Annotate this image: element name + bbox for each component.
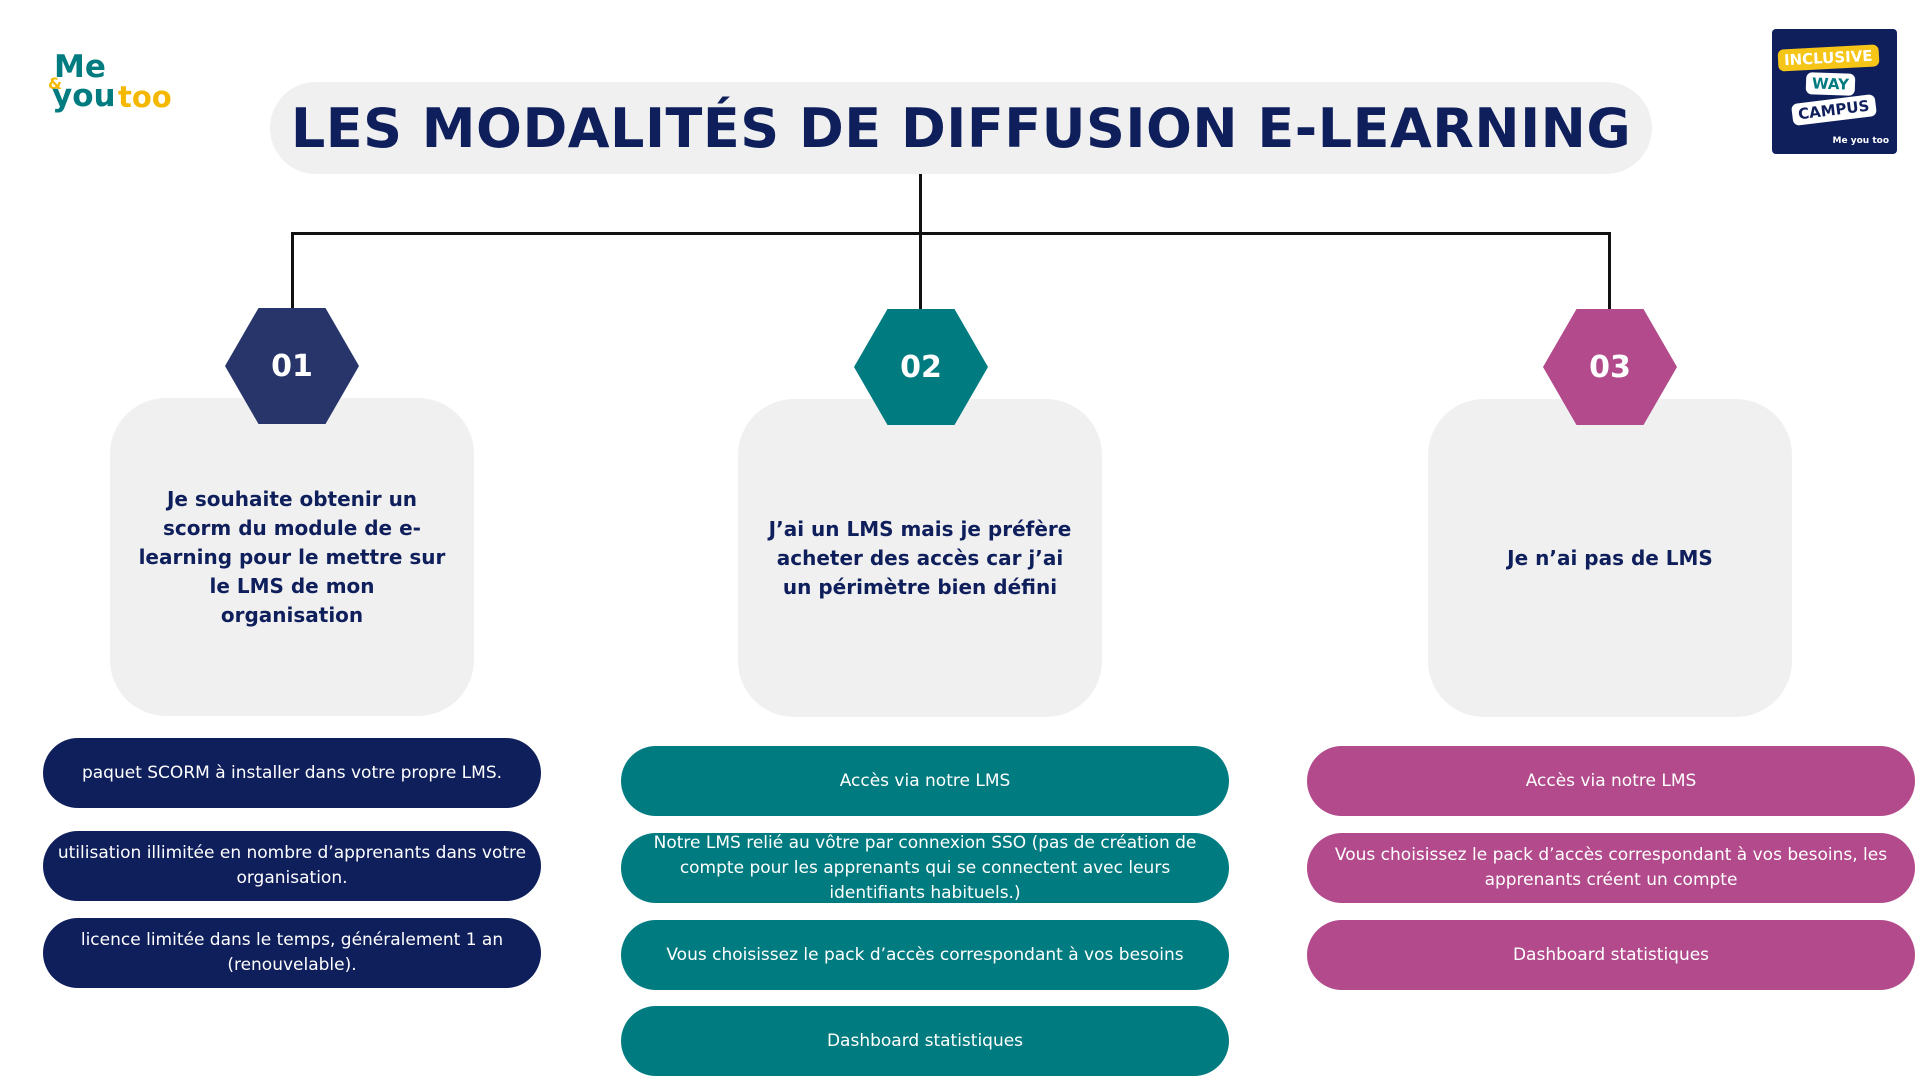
question-text: Je souhaite obtenir un scorm du module d… xyxy=(138,486,446,627)
logo-ampersand: & xyxy=(48,74,62,93)
feature-pill: Dashboard statistiques xyxy=(1307,920,1915,990)
question-card-03: Je n’ai pas de LMS xyxy=(1428,399,1792,717)
logo-text-you: you xyxy=(52,78,116,114)
feature-text: Dashboard statistiques xyxy=(1512,944,1710,965)
badge-word-way: WAY xyxy=(1805,72,1856,96)
feature-text: Vous choisissez le pack d’accès correspo… xyxy=(666,944,1184,965)
feature-pill: Vous choisissez le pack d’accès correspo… xyxy=(1307,833,1915,903)
feature-pill: Vous choisissez le pack d’accès correspo… xyxy=(621,920,1229,990)
feature-pill: licence limitée dans le temps, généralem… xyxy=(43,918,541,988)
feature-pill: Accès via notre LMS xyxy=(1307,746,1915,816)
feature-pill: paquet SCORM à installer dans votre prop… xyxy=(43,738,541,808)
question-text: Je n’ai pas de LMS xyxy=(1507,545,1713,570)
connector-drop-1 xyxy=(291,232,294,310)
logo-text-me: Me xyxy=(54,49,106,85)
feature-pill: utilisation illimitée en nombre d’appren… xyxy=(43,831,541,901)
logo-text-too: too xyxy=(118,80,172,114)
feature-text: Accès via notre LMS xyxy=(1525,770,1697,791)
feature-pill: Dashboard statistiques xyxy=(621,1006,1229,1076)
badge-word-inclusive: INCLUSIVE xyxy=(1777,44,1880,72)
connector-horizontal xyxy=(291,232,1611,235)
feature-text: Accès via notre LMS xyxy=(839,770,1011,791)
question-card-02: J’ai un LMS mais je préfère acheter des … xyxy=(738,399,1102,717)
feature-text: paquet SCORM à installer dans votre prop… xyxy=(81,762,503,783)
feature-text: Vous choisissez le pack d’accès correspo… xyxy=(1334,845,1888,890)
question-card-01: Je souhaite obtenir un scorm du module d… xyxy=(110,398,474,716)
step-number: 03 xyxy=(1589,349,1631,385)
meyoutoo-logo: Me & you too xyxy=(48,49,180,120)
feature-text: licence limitée dans le temps, généralem… xyxy=(80,930,504,975)
title-banner: LES MODALITÉS DE DIFFUSION E-LEARNING xyxy=(270,82,1652,174)
step-number: 01 xyxy=(271,348,313,384)
feature-text: Dashboard statistiques xyxy=(826,1030,1024,1051)
step-hexagon-03: 03 xyxy=(1543,309,1677,425)
step-number: 02 xyxy=(900,349,942,385)
inclusive-way-campus-logo: INCLUSIVE WAY CAMPUS Me you too xyxy=(1772,29,1897,154)
feature-text: utilisation illimitée en nombre d’appren… xyxy=(57,843,527,888)
question-text: J’ai un LMS mais je préfère acheter des … xyxy=(768,516,1072,599)
feature-pill: Notre LMS relié au vôtre par connexion S… xyxy=(621,833,1229,903)
step-hexagon-01: 01 xyxy=(225,308,359,424)
badge-brand: Me you too xyxy=(1832,136,1889,146)
connector-trunk xyxy=(919,174,922,311)
feature-text: Notre LMS relié au vôtre par connexion S… xyxy=(653,832,1197,903)
badge-word-campus: CAMPUS xyxy=(1790,93,1877,127)
page-title: LES MODALITÉS DE DIFFUSION E-LEARNING xyxy=(290,96,1632,160)
feature-pill: Accès via notre LMS xyxy=(621,746,1229,816)
connector-drop-3 xyxy=(1608,232,1611,310)
